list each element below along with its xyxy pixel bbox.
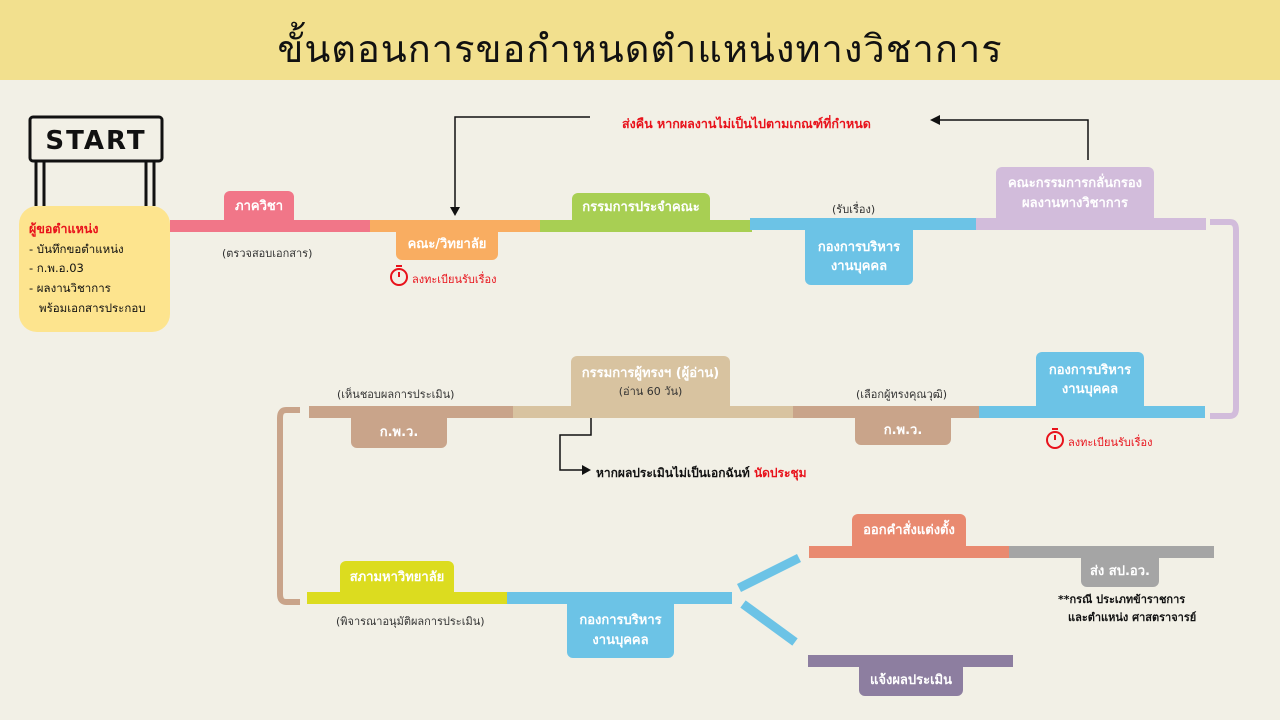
screening-line: คณะกรรมการกลั่นกรอง	[1007, 176, 1143, 191]
personnel-line: กองการบริหาร	[579, 613, 662, 628]
bar-kpw-right	[793, 406, 979, 418]
timer-icon	[390, 265, 408, 286]
reviewers-title: กรรมการผู้ทรงฯ (ผู้อ่าน)	[581, 366, 720, 381]
approve-note: (เห็นชอบผลการประเมิน)	[337, 388, 455, 401]
box-kpw-right: ก.พ.ว.	[855, 417, 951, 445]
header-band	[0, 0, 1280, 80]
start-card-item: - ก.พ.อ.03	[29, 261, 84, 276]
start-sign-icon	[28, 115, 164, 206]
start-card: ผู้ขอตำแหน่ง - บันทึกขอตำแหน่ง - ก.พ.อ.0…	[19, 206, 170, 332]
start-card-item: - บันทึกขอตำแหน่ง	[29, 241, 124, 256]
bar-personnel-2	[979, 406, 1205, 418]
personnel-line: กองการบริหาร	[817, 239, 901, 255]
start-card-heading: ผู้ขอตำแหน่ง	[29, 221, 99, 236]
bar-department	[170, 220, 370, 232]
special-note-2: และตำแหน่ง ศาสตราจารย์	[1068, 611, 1197, 624]
bar-council	[307, 592, 507, 604]
box-department: ภาควิชา	[224, 191, 294, 222]
meeting-note-text: หากผลประเมินไม่เป็นเอกฉันท์	[596, 466, 750, 480]
box-personnel-1: กองการบริหาร งานบุคคล	[805, 229, 913, 285]
bar-appoint	[809, 546, 1009, 558]
bar-faculty-committee	[540, 220, 752, 232]
box-faculty: คณะ/วิทยาลัย	[396, 230, 498, 260]
council-note: (พิจารณาอนุมัติผลการประเมิน)	[336, 615, 485, 628]
start-sign-label: START	[45, 126, 147, 156]
personnel-register-note: ลงทะเบียนรับเรื่อง	[1068, 436, 1153, 449]
box-faculty-committee: กรรมการประจำคณะ	[572, 193, 710, 222]
box-notify: แจ้งผลประเมิน	[859, 666, 963, 696]
box-reviewers: กรรมการผู้ทรงฯ (ผู้อ่าน) (อ่าน 60 วัน)	[571, 356, 730, 408]
box-personnel-2: กองการบริหาร งานบุคคล	[1036, 352, 1144, 408]
meeting-note: หากผลประเมินไม่เป็นเอกฉันท์ นัดประชุม	[596, 464, 807, 483]
bar-personnel	[750, 218, 976, 230]
personnel-line: งานบุคคล	[1061, 382, 1119, 397]
return-note: ส่งคืน หากผลงานไม่เป็นไปตามเกณฑ์ที่กำหนด	[622, 116, 871, 131]
box-appoint: ออกคำสั่งแต่งตั้ง	[852, 514, 966, 548]
special-note-1: **กรณี ประเภทข้าราชการ	[1058, 593, 1186, 606]
timer-icon	[1046, 428, 1064, 449]
bar-notify	[808, 655, 1013, 667]
bar-personnel-3	[507, 592, 732, 604]
start-card-item: พร้อมเอกสารประกอบ	[39, 300, 146, 315]
screening-line: ผลงานทางวิชาการ	[1022, 195, 1128, 211]
page-title: ขั้นตอนการขอกำหนดตำแหน่งทางวิชาการ	[277, 27, 1003, 71]
department-note: (ตรวจสอบเอกสาร)	[222, 247, 313, 260]
box-council: สภามหาวิทยาลัย	[340, 561, 454, 594]
receive-note: (รับเรื่อง)	[832, 203, 876, 216]
personnel-line: กองการบริหาร	[1048, 362, 1132, 378]
personnel-line: งานบุคคล	[592, 632, 649, 648]
bar-reviewers	[513, 406, 793, 418]
bar-kpw-left	[309, 406, 513, 418]
box-screening-committee: คณะกรรมการกลั่นกรอง ผลงานทางวิชาการ	[996, 167, 1154, 220]
start-card-item: - ผลงานวิชาการ	[29, 281, 111, 296]
bar-faculty	[370, 220, 540, 232]
bar-screening	[976, 218, 1206, 230]
select-note: (เลือกผู้ทรงคุณวุฒิ)	[856, 388, 948, 401]
box-send-ohec: ส่ง สป.อว.	[1081, 557, 1159, 587]
box-kpw-left: ก.พ.ว.	[351, 417, 447, 448]
personnel-line: งานบุคคล	[830, 259, 888, 274]
reviewers-note: (อ่าน 60 วัน)	[618, 384, 683, 398]
faculty-register-note: ลงทะเบียนรับเรื่อง	[412, 273, 497, 286]
box-personnel-3: กองการบริหาร งานบุคคล	[567, 603, 674, 658]
bar-send-ohec	[1009, 546, 1214, 558]
meeting-note-highlight: นัดประชุม	[753, 466, 807, 480]
